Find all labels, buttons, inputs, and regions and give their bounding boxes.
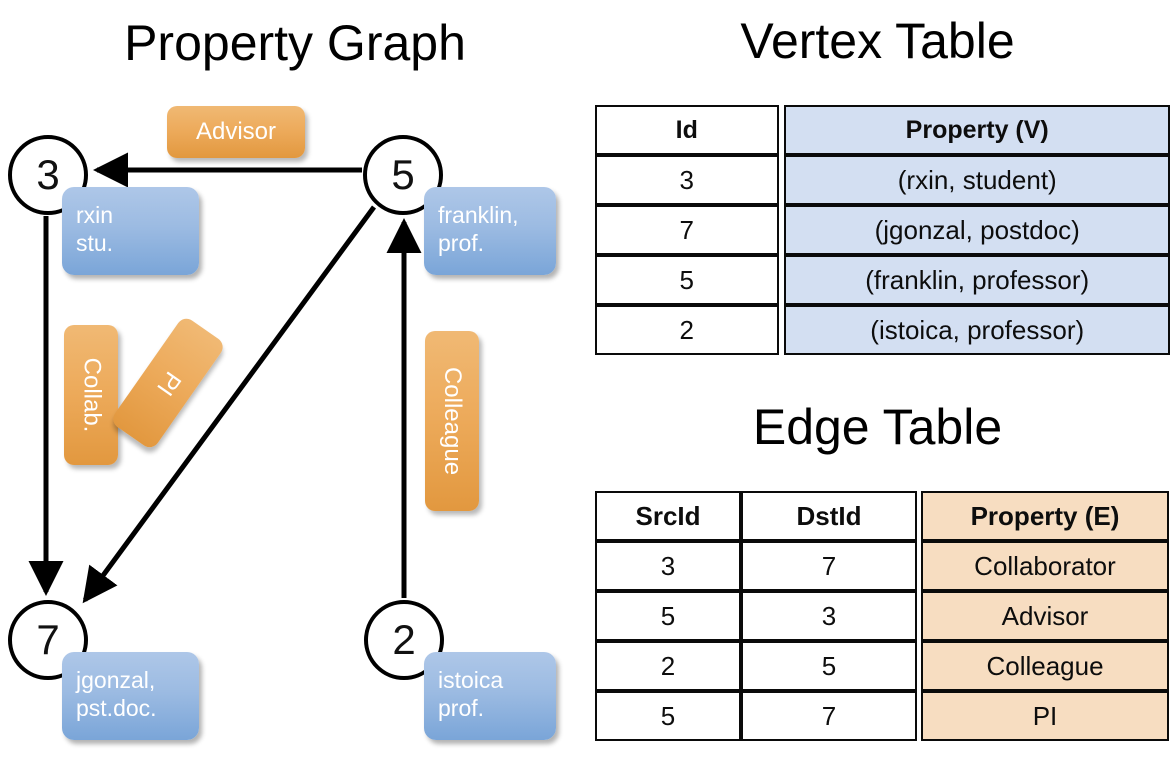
- edge-table: SrcId DstId Property (E) 3 7 Collaborato…: [595, 491, 1169, 741]
- edge-label-collab[interactable]: Collab.: [64, 325, 118, 465]
- edge-table-header-dstid: DstId: [741, 491, 917, 541]
- vertex-row-0-id: 3: [595, 155, 779, 205]
- edge-label-colleague[interactable]: Colleague: [425, 331, 479, 511]
- table-row[interactable]: 2 5 Colleague: [595, 641, 1169, 691]
- vertex-table-header-id: Id: [595, 105, 779, 155]
- edge-row-1-property: Advisor: [921, 591, 1169, 641]
- vertex-row-1-id: 7: [595, 205, 779, 255]
- vertex-property-box-7[interactable]: jgonzal, pst.doc.: [62, 652, 199, 740]
- vertex-row-3-id: 2: [595, 305, 779, 355]
- vertex-row-0-gap: [778, 155, 785, 205]
- edge-row-2-property: Colleague: [921, 641, 1169, 691]
- property-graph-diagram: 3 5 7 2 rxin stu. franklin, prof. jgonza…: [8, 106, 556, 740]
- table-row[interactable]: 3 7 Collaborator: [595, 541, 1169, 591]
- edge-table-title: Edge Table: [752, 399, 1003, 455]
- table-row[interactable]: 2 (istoica, professor): [595, 305, 1170, 355]
- vertex-row-2-gap: [778, 255, 785, 305]
- vertex-table: Id Property (V) 3 (rxin, student) 7 (jgo…: [595, 105, 1170, 355]
- vertex-row-3-gap: [778, 305, 785, 355]
- vertex-row-2-property: (franklin, professor): [784, 255, 1170, 305]
- edge-table-header-row: SrcId DstId Property (E): [595, 491, 1169, 541]
- edge-label-colleague-text: Colleague: [439, 366, 466, 476]
- vertex-row-3-property: (istoica, professor): [784, 305, 1170, 355]
- edge-table-column-gap: [917, 491, 921, 541]
- edge-row-3-gap: [917, 691, 921, 741]
- edge-label-collab-text: Collab.: [78, 357, 105, 433]
- node-2-id: 2: [392, 616, 416, 663]
- vertex-row-1-property: (jgonzal, postdoc): [784, 205, 1170, 255]
- node-5-id: 5: [391, 151, 415, 198]
- edge-row-3-src: 5: [595, 691, 741, 741]
- property-graph-title: Property Graph: [124, 15, 466, 71]
- table-row[interactable]: 3 (rxin, student): [595, 155, 1170, 205]
- vertex-row-0-property: (rxin, student): [784, 155, 1170, 205]
- edge-label-advisor-text: Advisor: [195, 118, 277, 145]
- edge-row-0-property: Collaborator: [921, 541, 1169, 591]
- edge-row-3-dst: 7: [741, 691, 917, 741]
- edge-row-1-dst: 3: [741, 591, 917, 641]
- vertex-row-2-id: 5: [595, 255, 779, 305]
- graph-edges-svg: [28, 152, 422, 604]
- vertex-2-name: istoica: [438, 667, 504, 693]
- edge-table-header-property: Property (E): [921, 491, 1169, 541]
- vertex-row-1-gap: [778, 205, 785, 255]
- edge-row-0-src: 3: [595, 541, 741, 591]
- edge-row-0-gap: [917, 541, 921, 591]
- edge-row-2-gap: [917, 641, 921, 691]
- vertex-3-name: rxin: [76, 202, 114, 228]
- graph-node-2[interactable]: 2: [364, 600, 444, 680]
- vertex-7-name: jgonzal,: [76, 667, 156, 693]
- edge-row-2-src: 2: [595, 641, 741, 691]
- edge-label-advisor[interactable]: Advisor: [167, 106, 305, 158]
- edge-row-1-gap: [917, 591, 921, 641]
- table-row[interactable]: 7 (jgonzal, postdoc): [595, 205, 1170, 255]
- edge-row-0-dst: 7: [741, 541, 917, 591]
- vertex-5-name: franklin,: [438, 202, 519, 228]
- vertex-property-box-2[interactable]: istoica prof.: [424, 652, 556, 740]
- edge-row-1-src: 5: [595, 591, 741, 641]
- edge-row-3-property: PI: [921, 691, 1169, 741]
- edge-5-to-7: [82, 205, 377, 604]
- table-row[interactable]: 5 7 PI: [595, 691, 1169, 741]
- vertex-table-column-gap: [778, 105, 785, 155]
- vertex-2-role: prof.: [438, 695, 485, 721]
- vertex-5-role: prof.: [438, 230, 485, 256]
- vertex-table-title: Vertex Table: [740, 13, 1015, 69]
- table-row[interactable]: 5 3 Advisor: [595, 591, 1169, 641]
- edge-label-pi-text: PI: [150, 366, 186, 401]
- node-3-id: 3: [36, 151, 60, 198]
- edge-table-header-srcid: SrcId: [595, 491, 741, 541]
- vertex-property-box-3[interactable]: rxin stu.: [62, 187, 199, 275]
- vertex-3-role: stu.: [76, 230, 114, 256]
- vertex-7-role: pst.doc.: [76, 695, 157, 721]
- vertex-table-header-row: Id Property (V): [595, 105, 1170, 155]
- node-7-id: 7: [36, 616, 60, 663]
- edge-row-2-dst: 5: [741, 641, 917, 691]
- vertex-property-box-5[interactable]: franklin, prof.: [424, 187, 556, 275]
- table-row[interactable]: 5 (franklin, professor): [595, 255, 1170, 305]
- vertex-table-header-property: Property (V): [784, 105, 1170, 155]
- graph-node-5[interactable]: 5: [363, 135, 443, 215]
